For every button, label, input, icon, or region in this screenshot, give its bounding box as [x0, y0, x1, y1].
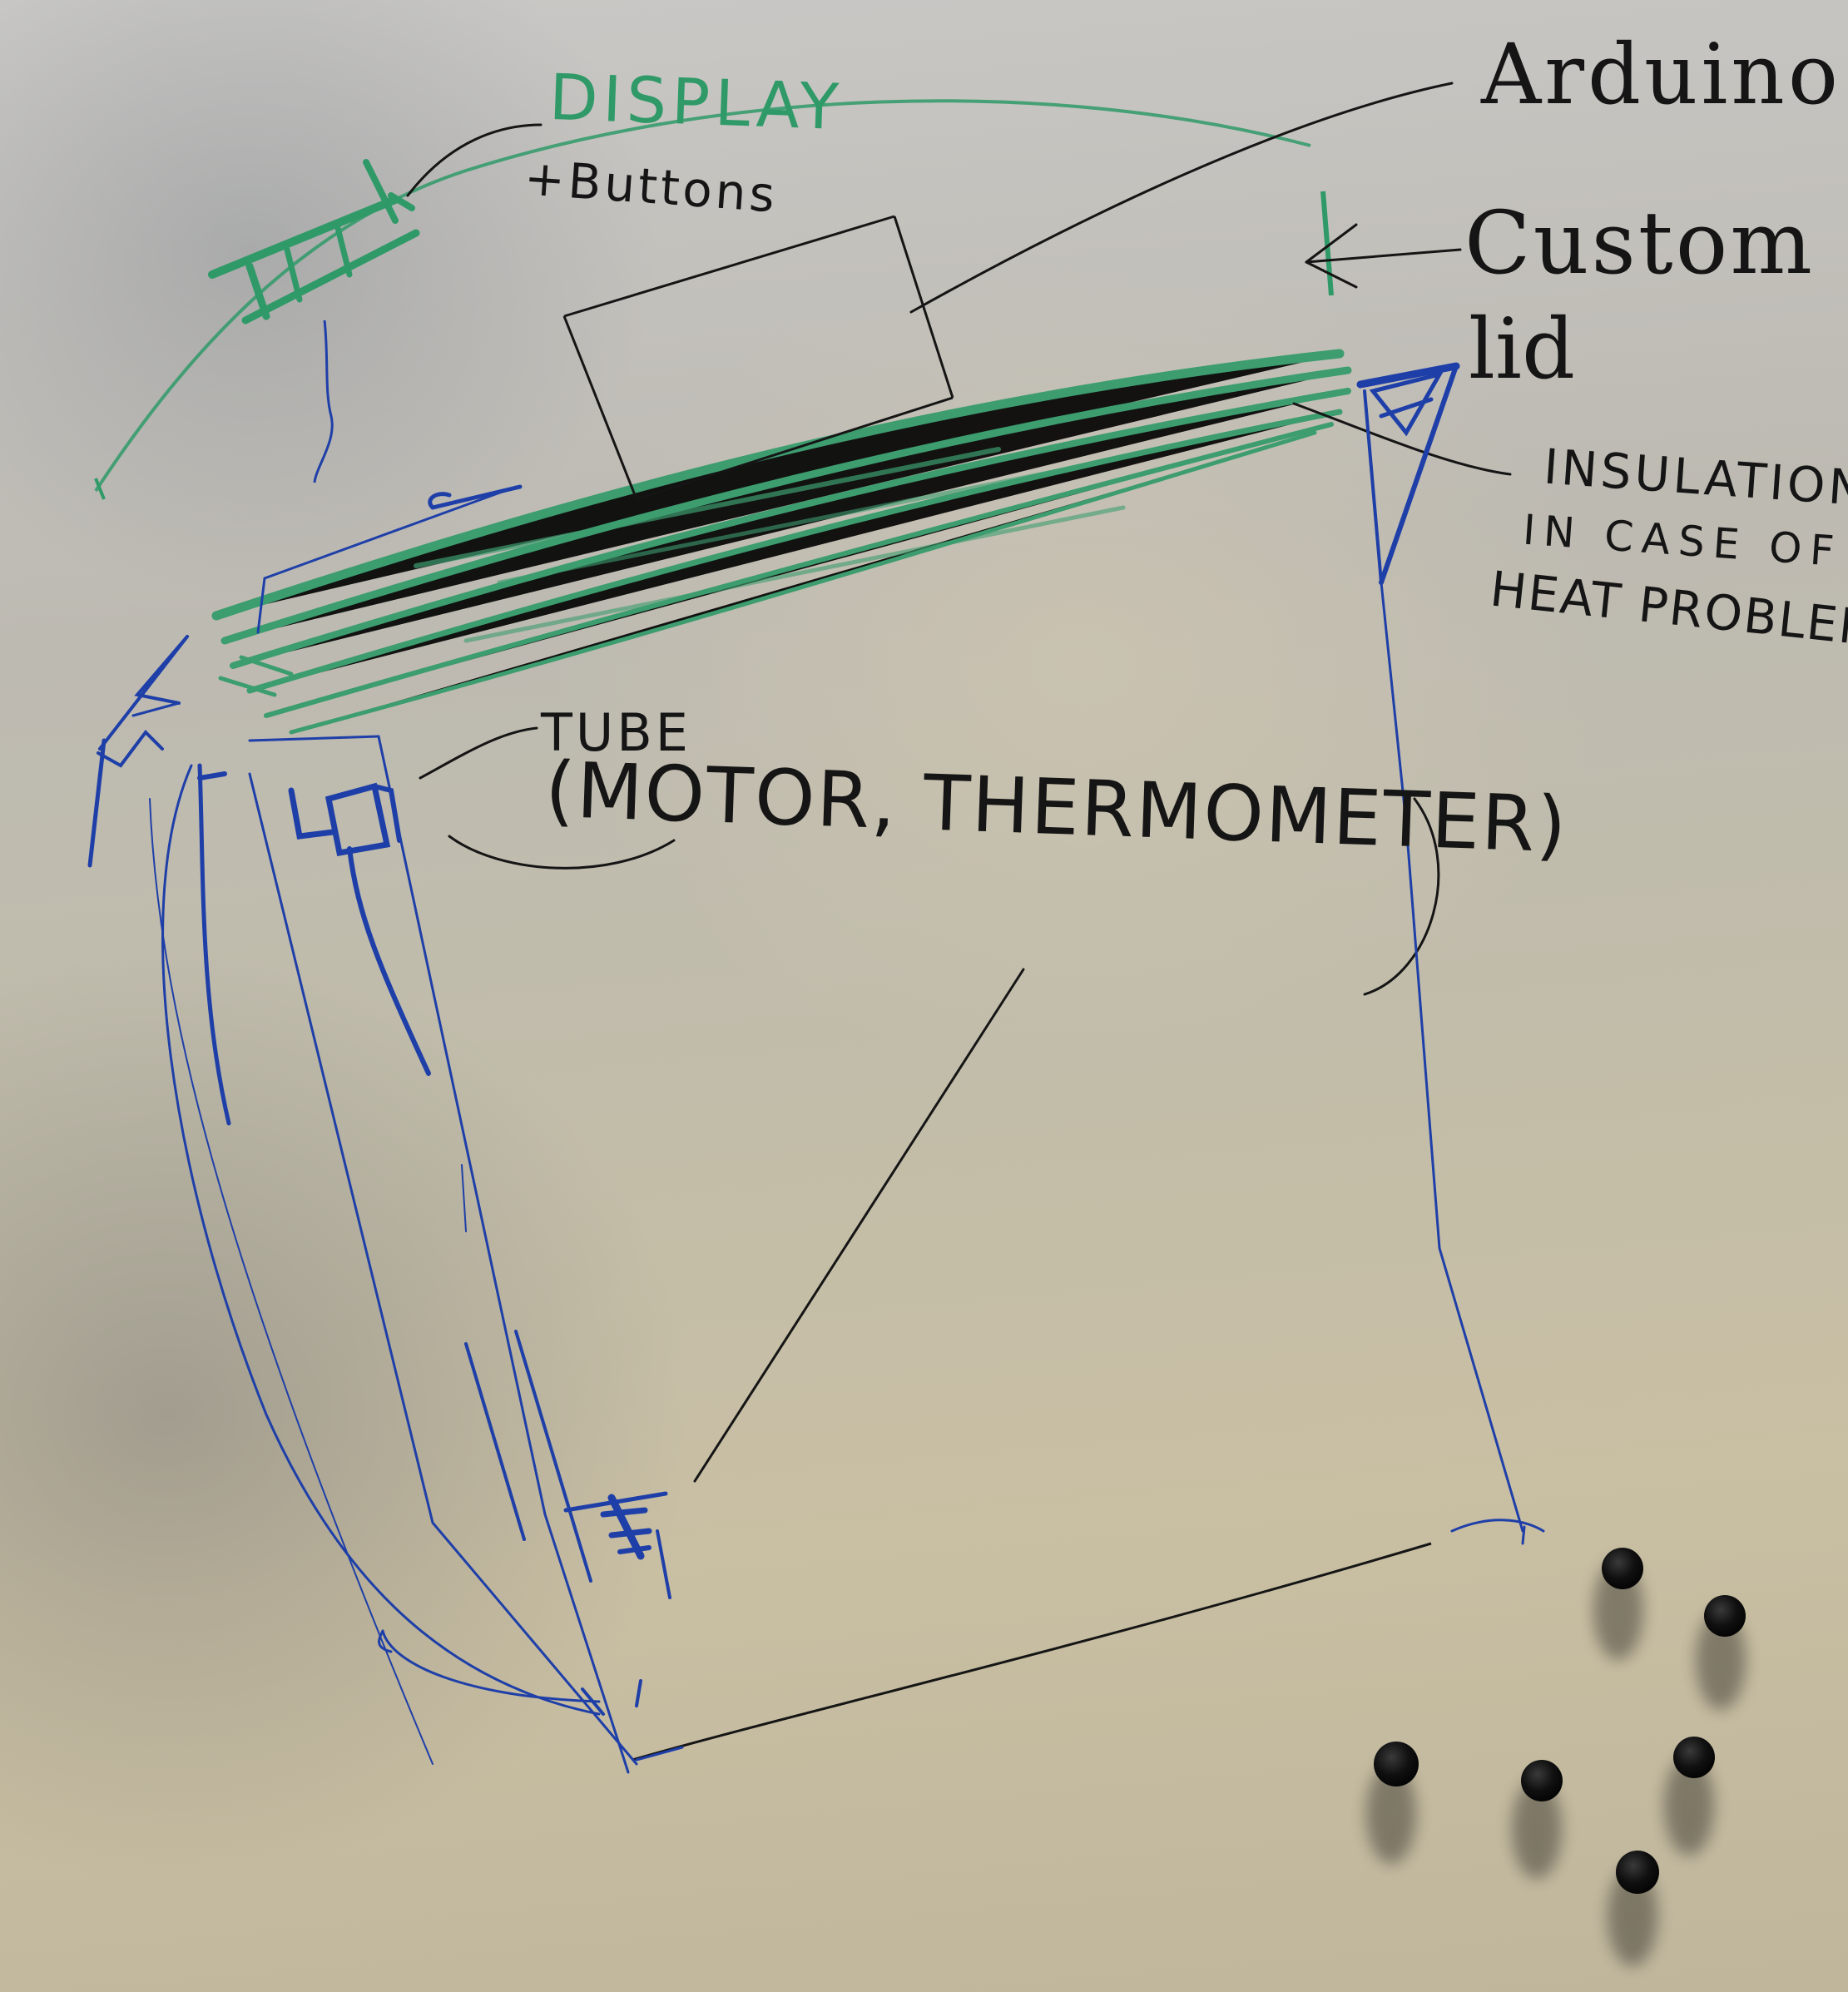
magnet	[1593, 1548, 1643, 1660]
tube-leader-bottom	[448, 835, 676, 870]
tube-leader-top	[419, 726, 538, 780]
insulation-triangle	[1356, 362, 1460, 585]
lid-side-line	[1320, 191, 1334, 296]
display-leader	[406, 123, 543, 197]
magnet	[1512, 1760, 1563, 1879]
custom-lid-label: Custom	[1464, 192, 1815, 294]
box-front	[87, 484, 684, 1774]
lid-shading	[211, 349, 1352, 735]
tube-leader-diag	[693, 968, 1025, 1483]
arduino-label: Arduino	[1481, 26, 1842, 123]
tube-label: TUBE	[541, 702, 691, 763]
arduino-board	[562, 215, 954, 501]
display-wire	[313, 320, 334, 483]
box-bottom-edge	[632, 1542, 1432, 1762]
box-outline	[1380, 581, 1545, 1545]
insulation-leader	[1292, 402, 1512, 476]
display-label: DISPLAY	[547, 59, 845, 145]
display-component	[208, 159, 420, 325]
tube-paren-close	[1363, 797, 1440, 996]
magnet	[1664, 1737, 1715, 1856]
magnets	[1366, 1548, 1746, 1966]
magnet	[1696, 1595, 1746, 1710]
lid-arc	[94, 99, 1311, 493]
magnet	[1608, 1851, 1659, 1966]
magnet	[1366, 1742, 1419, 1864]
custom-lid-arrow	[1305, 223, 1462, 289]
custom-lid-label-sub: lid	[1469, 300, 1575, 398]
arduino-leader	[909, 82, 1454, 314]
